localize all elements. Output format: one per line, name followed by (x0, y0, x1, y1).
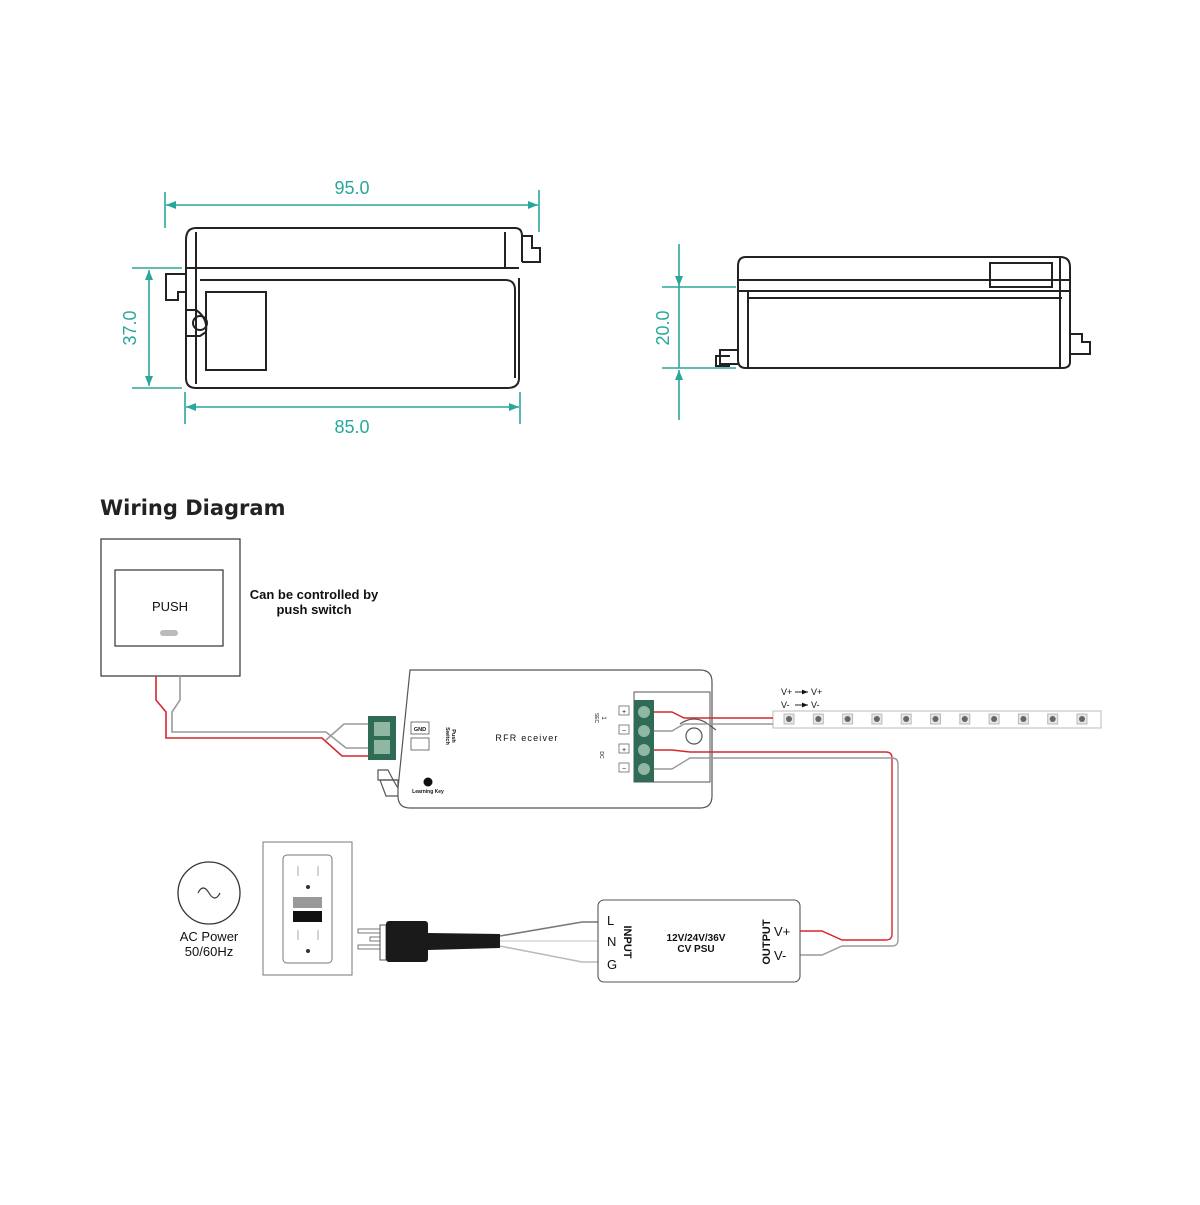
strip-wires (654, 711, 773, 732)
strip-vplus: V+ (781, 687, 792, 697)
strip-arrow-vplus: V+ (811, 687, 822, 697)
ac-input-wires (499, 921, 598, 963)
push-switch-label-2: Switch (444, 727, 450, 745)
led-dot (1079, 716, 1085, 722)
led-dot (844, 716, 851, 722)
push-note-line1: Can be controlled by (250, 587, 379, 602)
switch-wires (155, 676, 372, 757)
psu-n: N (607, 934, 616, 949)
dim-height-left: 37.0 (120, 310, 140, 345)
dc-label: DC (598, 751, 604, 759)
terminal-minus-2: − (622, 766, 626, 773)
top-view-outline (165, 227, 541, 389)
dimension-lines-side (662, 244, 736, 420)
sec-number: 1 (600, 716, 606, 720)
psu-model-line2: CV PSU (677, 944, 714, 955)
gnd-label: GND (414, 727, 426, 733)
cv-psu (597, 899, 801, 983)
push-switch-label-1: Push (450, 729, 456, 743)
led-dot (903, 716, 910, 722)
ac-power-source (177, 861, 241, 925)
psu-vminus: V- (774, 948, 786, 963)
terminal-minus-1: − (622, 728, 626, 735)
wiring-diagram-heading: Wiring Diagram (100, 496, 285, 520)
dim-top-width: 95.0 (334, 178, 369, 198)
led-dot (786, 716, 792, 722)
led-chip-row (783, 713, 1088, 725)
learning-key-label: Learning Key (412, 789, 444, 795)
led-dot (991, 716, 998, 722)
wall-outlet (262, 841, 353, 976)
terminal-plus-2: + (622, 747, 626, 754)
strip-vminus: V- (781, 700, 790, 710)
psu-g: G (607, 957, 617, 972)
psu-input-label: INPUT (621, 926, 633, 959)
dimension-lines-top (132, 190, 540, 424)
push-indicator-led (160, 630, 178, 636)
psu-output-wires (654, 749, 899, 956)
psu-l: L (607, 913, 614, 928)
sec-label: SEC (593, 713, 599, 724)
side-view-outline (715, 256, 1091, 369)
psu-output-label: OUTPUT (761, 919, 773, 965)
receiver-title: RFR eceiver (495, 733, 558, 743)
dim-bottom-width: 85.0 (334, 417, 369, 437)
led-dot (1020, 716, 1027, 722)
strip-polarity-arrows (795, 689, 808, 708)
led-strip (772, 710, 1102, 729)
terminal-plus-1: + (622, 709, 626, 716)
led-dot (932, 716, 939, 722)
psu-model-line1: 12V/24V/36V (667, 933, 726, 944)
led-dot (1049, 716, 1056, 722)
led-dot (961, 716, 968, 722)
power-plug (357, 921, 500, 962)
sine-wave-icon (197, 887, 221, 899)
strip-arrow-vminus: V- (811, 700, 820, 710)
push-note-line2: push switch (276, 602, 351, 617)
push-button-label: PUSH (152, 599, 188, 614)
ac-power-label-2: 50/60Hz (185, 944, 233, 959)
push-switch (100, 538, 241, 677)
led-dot (815, 716, 822, 722)
learning-key-button (423, 777, 433, 787)
ac-power-label-1: AC Power (180, 929, 239, 944)
led-dot (873, 716, 880, 722)
dim-height-side: 20.0 (653, 310, 673, 345)
output-terminal-block (634, 700, 654, 782)
psu-vplus: V+ (774, 924, 790, 939)
